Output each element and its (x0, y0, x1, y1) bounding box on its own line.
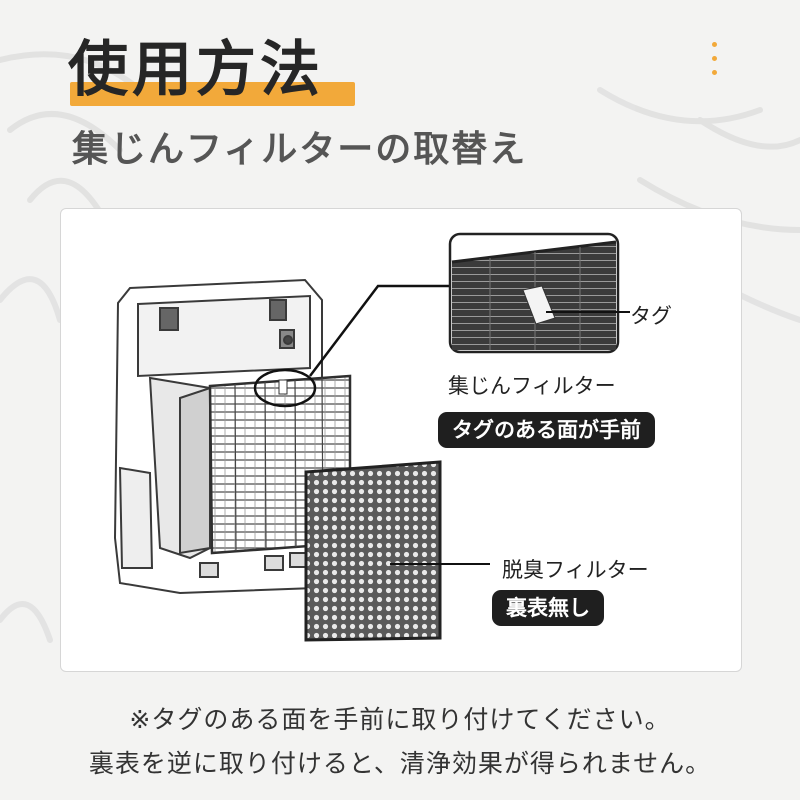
page-subtitle: 集じんフィルターの取替え (72, 129, 528, 170)
deodorizing-filter (304, 460, 490, 642)
dust-filter-label: 集じんフィルター (448, 374, 616, 398)
zoom-inset-tag-detail (448, 232, 630, 354)
filter-replacement-diagram (113, 232, 630, 642)
deodorizing-filter-note-badge: 裏表無し (492, 590, 604, 626)
page-title: 使用方法 (68, 35, 324, 105)
tag-shape (522, 285, 556, 325)
title-highlight (70, 82, 355, 106)
vertical-dots-icon[interactable] (706, 40, 724, 80)
deodorizing-filter-label: 脱臭フィルター (502, 558, 649, 582)
note-line-1: ※タグのある面を手前に取り付けてください。 (129, 705, 671, 734)
callout-line (309, 284, 450, 377)
tag-label: タグ (630, 304, 672, 328)
note-line-2: 裏表を逆に取り付けると、清浄効果が得られません。 (88, 749, 712, 778)
dust-filter-note-badge: タグのある面が手前 (438, 412, 655, 448)
